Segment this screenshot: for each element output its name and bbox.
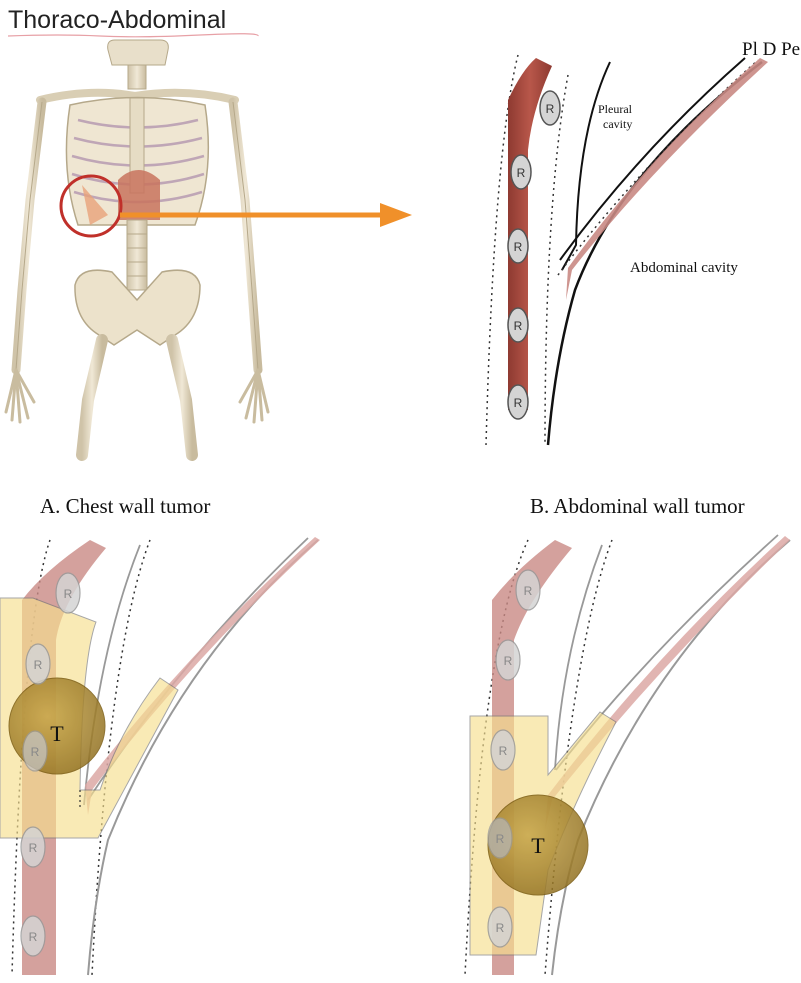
panel-a-title: A. Chest wall tumor (40, 494, 210, 518)
inner-dotted-line (545, 75, 568, 445)
overview-cross-section: R R R R R Pl D Pe Pleural cavity Abdomin… (486, 39, 800, 445)
rib-label: R (499, 744, 508, 758)
title-underline (8, 34, 258, 37)
pleura-line (562, 62, 610, 270)
rib-label: R (31, 745, 40, 759)
abdominal-cavity-label: Abdominal cavity (630, 260, 738, 276)
right-arm (233, 102, 258, 370)
skeleton-illustration (6, 40, 412, 455)
pleural-cavity-label-line2: cavity (603, 117, 632, 131)
left-hand (6, 370, 34, 422)
rib-label: R (34, 658, 43, 672)
pleural-cavity-label-line1: Pleural (598, 102, 633, 116)
diaphragm-upper-line (560, 58, 745, 260)
rib-label: R (546, 102, 555, 116)
jaw-shape (108, 40, 169, 65)
left-femur (82, 340, 102, 455)
panel-b: B. Abdominal wall tumor T R R R R R (465, 494, 790, 975)
panel-b-title: B. Abdominal wall tumor (530, 494, 745, 518)
tumor-label: T (50, 721, 64, 746)
tumor-label: T (531, 833, 545, 858)
left-arm (16, 102, 42, 370)
rib-label: R (514, 396, 523, 410)
rib-label: R (524, 584, 533, 598)
zoom-arrow-head (380, 203, 412, 227)
rib-label: R (496, 921, 505, 935)
figure-title: Thoraco-Abdominal (8, 6, 226, 34)
rib-label: R (64, 587, 73, 601)
rib-label: R (496, 832, 505, 846)
cervical-spine (128, 65, 146, 89)
rib-label: R (514, 240, 523, 254)
rib-label: R (517, 166, 526, 180)
panel-a: A. Chest wall tumor T R R R R R (0, 494, 320, 975)
right-hand (240, 370, 268, 422)
rib-label: R (29, 930, 38, 944)
rib-label: R (514, 319, 523, 333)
rib-label: R (29, 841, 38, 855)
layers-label: Pl D Pe (742, 39, 800, 60)
right-femur (172, 340, 192, 455)
lumbar-spine (127, 220, 147, 290)
rib-label: R (504, 654, 513, 668)
